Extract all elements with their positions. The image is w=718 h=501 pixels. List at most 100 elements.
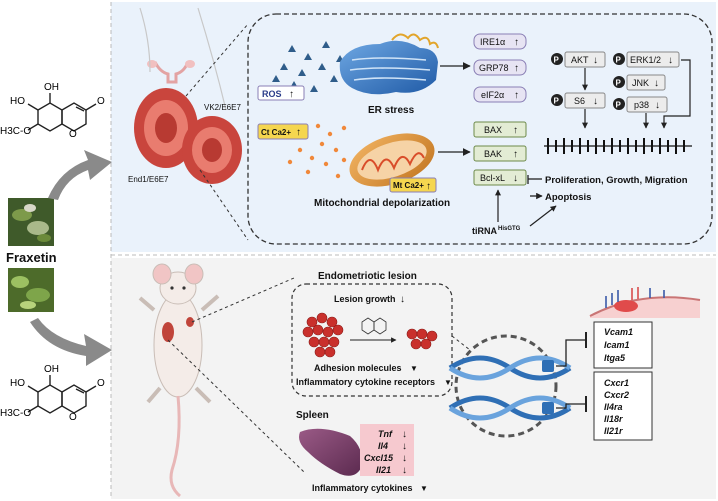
er-marker-ire1a-name: IRE1α bbox=[480, 37, 505, 47]
kinase-s6-arrow: ↓ bbox=[593, 96, 598, 107]
mito-marker-bclxl: Bcl-xL ↓ bbox=[473, 169, 527, 186]
mt-ca-box bbox=[389, 177, 437, 193]
tissue-disc-vk2 bbox=[182, 116, 242, 184]
er-marker-eif2a: eIF2α ↑ bbox=[473, 86, 527, 103]
ct-ca-label: Ct Ca2+ bbox=[261, 128, 291, 137]
gray-arrow-top bbox=[48, 150, 112, 200]
er-marker-grp78-arrow: ↑ bbox=[514, 63, 519, 74]
tissue-disc-end1 bbox=[134, 88, 198, 168]
zoom-line-bottom bbox=[199, 169, 249, 241]
plant-photo-top bbox=[8, 198, 54, 246]
spleen-footer: Inflammatory cytokines bbox=[312, 483, 413, 493]
er-stress-title: ER stress bbox=[368, 105, 415, 116]
lesion-receptors: Inflammatory cytokine receptors bbox=[296, 377, 435, 387]
structure-bottom-o-carbonyl: O bbox=[97, 378, 105, 389]
kinase-erk-arrow: ↓ bbox=[668, 55, 673, 66]
spleen-cytokine-il21: Il21 bbox=[376, 465, 391, 475]
label-vk2: VK2/E6E7 bbox=[204, 103, 241, 112]
kinase-p38-p: P bbox=[616, 101, 622, 110]
lesion-box bbox=[291, 283, 453, 397]
dna-helix-icon bbox=[448, 355, 572, 421]
gene-il18r: Il18r bbox=[604, 414, 623, 424]
er-marker-ire1a-arrow: ↑ bbox=[514, 37, 519, 48]
mito-marker-bak: BAK ↑ bbox=[473, 145, 527, 162]
spleen-cytokine-il4: Il4 bbox=[378, 441, 388, 451]
mito-marker-bclxl-name: Bcl-xL bbox=[480, 173, 505, 183]
tirna-superscript: HisGTG bbox=[498, 226, 521, 232]
zoom-line-top bbox=[185, 23, 249, 97]
lesion-growth-arrow: ↓ bbox=[400, 294, 405, 305]
er-marker-grp78-name: GRP78 bbox=[479, 63, 509, 73]
kinase-akt: P AKT ↓ bbox=[551, 51, 606, 68]
ct-ca-arrow: ↑ bbox=[296, 127, 301, 138]
inhibit-line-receptors bbox=[556, 403, 586, 409]
mito-marker-bax-name: BAX bbox=[484, 125, 502, 135]
lesion-adhesion-arrow: ▼ bbox=[410, 364, 418, 373]
gene-icam1: Icam1 bbox=[604, 340, 630, 350]
dna-zoom-circle bbox=[454, 334, 558, 438]
kinase-erk-name: ERK1/2 bbox=[630, 55, 661, 65]
kinase-p38-name: p38 bbox=[634, 100, 649, 110]
mouse-icon bbox=[138, 263, 220, 498]
lesion-cluster-small bbox=[406, 328, 438, 350]
spleen-footer-arrow: ▼ bbox=[420, 484, 428, 493]
structure-bottom-ho: HO bbox=[10, 378, 25, 389]
kinase-jnk-name: JNK bbox=[632, 78, 649, 88]
structure-bottom: OH HO O O H3C-O bbox=[0, 364, 105, 423]
gene-il4ra: Il4ra bbox=[604, 402, 623, 412]
mechanism-box bbox=[247, 13, 713, 245]
zoom-line-dna bbox=[451, 335, 471, 351]
outcome-apoptosis: Apoptosis bbox=[545, 192, 591, 203]
structure-top-o-carbonyl: O bbox=[97, 96, 105, 107]
spleen-cytokine-tnf: Tnf bbox=[378, 429, 393, 439]
mt-ca-arrow: ↑ bbox=[426, 181, 431, 192]
kinase-jnk-arrow: ↓ bbox=[654, 78, 659, 89]
compound-name: Fraxetin bbox=[6, 250, 57, 265]
kinase-akt-name: AKT bbox=[571, 55, 589, 65]
spleen-cytokine-il21-arrow: ↓ bbox=[402, 465, 407, 476]
ros-box bbox=[257, 85, 305, 101]
gene-cxcr2: Cxcr2 bbox=[604, 390, 629, 400]
mito-marker-bak-name: BAK bbox=[484, 149, 502, 159]
spleen-icon bbox=[299, 428, 363, 476]
arrow-tirna-apoptosis bbox=[529, 205, 557, 227]
kinase-s6-p: P bbox=[554, 97, 560, 106]
tirna-label: tiRNA bbox=[472, 226, 497, 236]
kinase-erk-p: P bbox=[616, 56, 622, 65]
spleen-cytokine-cxcl15-arrow: ↓ bbox=[402, 453, 407, 464]
kinase-akt-arrow: ↓ bbox=[593, 55, 598, 66]
kinase-erk: P ERK1/2 ↓ bbox=[613, 51, 680, 68]
lesion-adhesion: Adhesion molecules bbox=[314, 363, 402, 373]
er-stress-icon bbox=[339, 33, 439, 95]
gray-arrow-bottom bbox=[30, 318, 112, 366]
spleen-cytokine-tnf-arrow: ↓ bbox=[402, 429, 407, 440]
plant-photo-bottom bbox=[8, 268, 54, 312]
gene-vcam1: Vcam1 bbox=[604, 327, 633, 337]
kinase-jnk-p: P bbox=[616, 79, 622, 88]
spleen-cytokine-cxcl15: Cxcl15 bbox=[364, 453, 394, 463]
structure-top-ho: HO bbox=[10, 96, 25, 107]
lesion-title: Endometriotic lesion bbox=[318, 271, 417, 282]
ca-particles bbox=[287, 123, 347, 179]
kinase-p38-arrow: ↓ bbox=[655, 100, 660, 111]
lesion-cluster-large bbox=[302, 312, 344, 358]
structure-top: OH HO O O H3C-O bbox=[0, 82, 105, 140]
cell-membrane-icon bbox=[589, 287, 701, 318]
ros-label: ROS bbox=[262, 89, 282, 99]
er-marker-ire1a: IRE1α ↑ bbox=[473, 33, 527, 50]
mito-marker-bak-arrow: ↑ bbox=[513, 149, 518, 160]
er-marker-eif2a-arrow: ↑ bbox=[514, 90, 519, 101]
ros-arrow: ↑ bbox=[289, 89, 294, 100]
ct-ca-box bbox=[257, 123, 309, 140]
kinase-s6-name: S6 bbox=[574, 96, 585, 106]
gene-itga5: Itga5 bbox=[604, 353, 626, 363]
spleen-title: Spleen bbox=[296, 410, 329, 421]
structure-top-o-ring: O bbox=[69, 129, 77, 140]
gene-il21r: Il21r bbox=[604, 426, 623, 436]
kinase-jnk: P JNK ↓ bbox=[613, 74, 666, 91]
structure-top-ch3o: H3C-O bbox=[0, 126, 31, 137]
arrow-mapk-dna bbox=[661, 59, 691, 129]
kinase-p38: P p38 ↓ bbox=[613, 96, 668, 113]
